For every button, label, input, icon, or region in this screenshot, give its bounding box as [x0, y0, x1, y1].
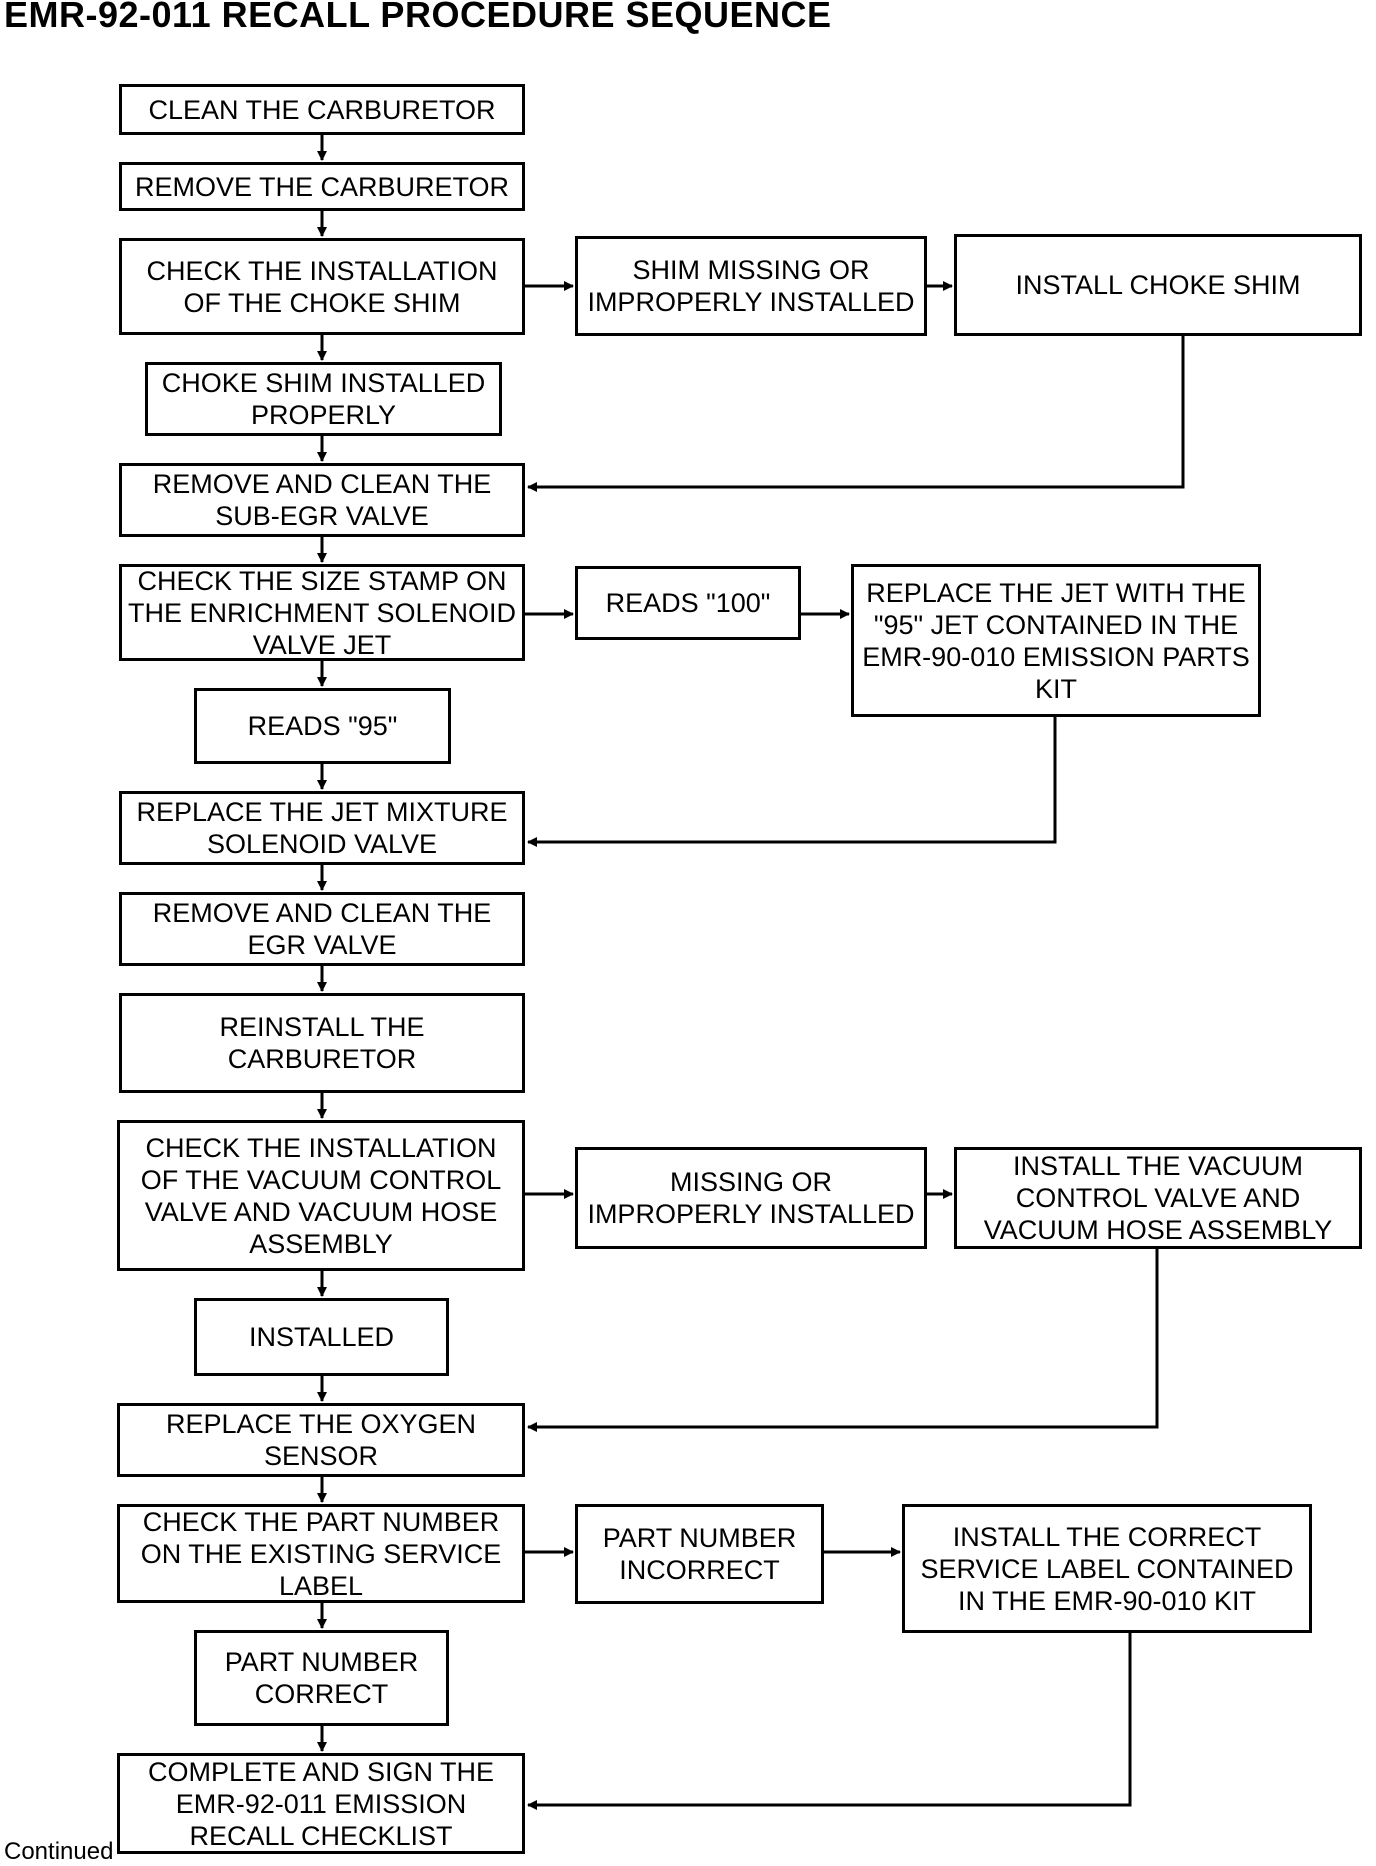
step-complete-and-sign-checklist: COMPLETE AND SIGN THE EMR-92-011 EMISSIO… [117, 1753, 525, 1854]
return-install-choke-to-subegr [527, 336, 1185, 492]
step-shim-missing: SHIM MISSING OR IMPROPERLY INSTALLED [575, 236, 927, 336]
step-replace-jet-mixture-solenoid: REPLACE THE JET MIXTURE SOLENOID VALVE [119, 791, 525, 865]
step-reads-100: READS "100" [575, 566, 801, 640]
step-remove-carburetor: REMOVE THE CARBURETOR [119, 162, 525, 211]
step-part-number-correct: PART NUMBER CORRECT [194, 1630, 449, 1726]
page-title: EMR-92-011 RECALL PROCEDURE SEQUENCE [4, 0, 832, 35]
return-install-label-to-complete [527, 1633, 1132, 1810]
step-check-part-number: CHECK THE PART NUMBER ON THE EXISTING SE… [117, 1504, 525, 1603]
return-install-vacuum-to-o2 [527, 1249, 1159, 1432]
step-choke-shim-installed-properly: CHOKE SHIM INSTALLED PROPERLY [145, 362, 502, 436]
step-part-number-incorrect: PART NUMBER INCORRECT [575, 1504, 824, 1604]
step-install-choke-shim: INSTALL CHOKE SHIM [954, 234, 1362, 336]
return-replace-jet-to-solenoid [527, 717, 1057, 847]
step-replace-oxygen-sensor: REPLACE THE OXYGEN SENSOR [117, 1403, 525, 1477]
step-clean-carburetor: CLEAN THE CARBURETOR [119, 84, 525, 135]
step-check-vacuum-control-valve: CHECK THE INSTALLATION OF THE VACUUM CON… [117, 1120, 525, 1271]
continued-footer: Continued [4, 1838, 114, 1865]
step-clean-egr-valve: REMOVE AND CLEAN THE EGR VALVE [119, 892, 525, 966]
step-installed: INSTALLED [194, 1298, 449, 1376]
step-replace-jet-95: REPLACE THE JET WITH THE "95" JET CONTAI… [851, 564, 1261, 717]
step-clean-sub-egr-valve: REMOVE AND CLEAN THE SUB-EGR VALVE [119, 463, 525, 537]
step-reads-95: READS "95" [194, 688, 451, 764]
step-vacuum-missing: MISSING OR IMPROPERLY INSTALLED [575, 1147, 927, 1249]
step-install-correct-service-label: INSTALL THE CORRECT SERVICE LABEL CONTAI… [902, 1504, 1312, 1633]
step-reinstall-carburetor: REINSTALL THE CARBURETOR [119, 993, 525, 1093]
step-check-size-stamp: CHECK THE SIZE STAMP ON THE ENRICHMENT S… [119, 564, 525, 661]
step-install-vacuum-control-valve: INSTALL THE VACUUM CONTROL VALVE AND VAC… [954, 1147, 1362, 1249]
step-check-choke-shim: CHECK THE INSTALLATION OF THE CHOKE SHIM [119, 238, 525, 335]
